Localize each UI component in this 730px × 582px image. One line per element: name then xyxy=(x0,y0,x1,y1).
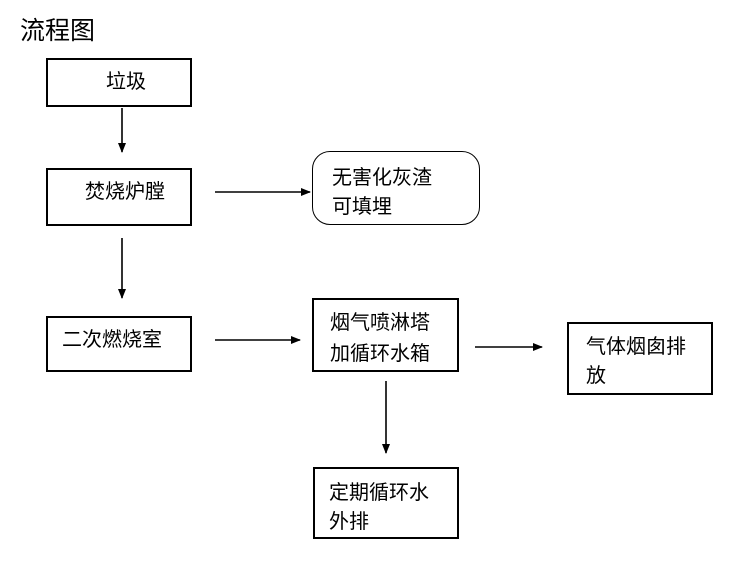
node-spray-tower: 烟气喷淋塔 加循环水箱 xyxy=(312,298,459,372)
node-ash-line2: 可填埋 xyxy=(332,194,392,218)
node-drain-line1: 定期循环水 xyxy=(329,480,429,504)
node-drain: 定期循环水 外排 xyxy=(313,467,459,539)
node-ash-line1: 无害化灰渣 xyxy=(332,165,432,189)
node-furnace-label: 焚烧炉膛 xyxy=(85,179,165,203)
node-chimney-line2: 放 xyxy=(586,363,606,387)
node-secondary: 二次燃烧室 xyxy=(46,316,192,372)
node-ash: 无害化灰渣 可填埋 xyxy=(312,151,480,225)
node-furnace: 焚烧炉膛 xyxy=(46,168,192,226)
node-garbage: 垃圾 xyxy=(46,58,192,107)
node-garbage-label: 垃圾 xyxy=(106,69,146,93)
node-drain-line2: 外排 xyxy=(329,509,369,533)
node-secondary-label: 二次燃烧室 xyxy=(62,327,162,351)
diagram-title: 流程图 xyxy=(20,16,96,45)
node-spray-line2: 加循环水箱 xyxy=(330,341,430,365)
node-spray-line1: 烟气喷淋塔 xyxy=(330,310,430,334)
node-chimney: 气体烟囱排 放 xyxy=(567,322,713,395)
node-chimney-line1: 气体烟囱排 xyxy=(586,334,686,358)
